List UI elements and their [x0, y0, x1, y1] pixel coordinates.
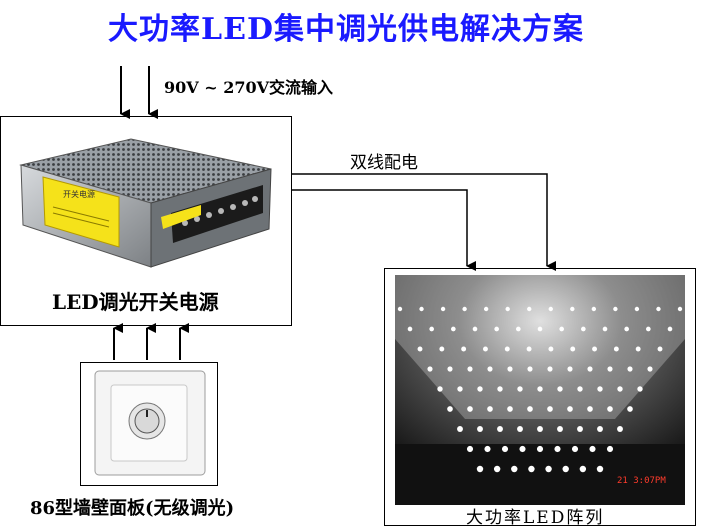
led-array-label: 大功率LED阵列: [466, 508, 605, 528]
dimmer-panel-label: 86型墙壁面板(无级调光): [30, 498, 235, 519]
led-light: [545, 465, 552, 473]
led-light: [516, 326, 521, 332]
led-light: [571, 445, 579, 453]
led-light: [562, 465, 569, 473]
led-light: [677, 306, 683, 312]
led-rods: [397, 279, 683, 473]
led-light: [493, 465, 501, 473]
led-light: [637, 386, 643, 392]
photo-timestamp: 21 3:07PM: [617, 476, 666, 486]
sticker-text: 开关电源: [63, 189, 95, 199]
power-supply-label: LED调光开关电源: [52, 290, 219, 314]
led-light: [657, 346, 663, 352]
led-light: [537, 326, 543, 332]
dimmer-panel-photo: [94, 370, 206, 476]
led-light: [494, 326, 499, 332]
led-light: [417, 346, 423, 352]
led-light: [507, 406, 513, 412]
led-light: [484, 445, 491, 453]
led-array-photo: 21 3:07PM: [395, 275, 685, 505]
led-light: [627, 406, 633, 412]
power-supply-box: 开关电源: [0, 116, 292, 326]
distribution-wire-1: [291, 173, 556, 271]
led-light: [528, 465, 535, 473]
led-light: [613, 346, 619, 352]
page-title: 大功率LED集中调光供电解决方案: [108, 12, 584, 47]
led-light: [501, 445, 509, 453]
led-light: [461, 346, 467, 352]
led-light: [570, 346, 576, 352]
led-array-box: 21 3:07PM: [384, 268, 696, 526]
led-light: [466, 445, 474, 453]
led-light: [451, 326, 456, 332]
led-light: [554, 445, 561, 453]
led-light: [581, 326, 586, 332]
led-light: [602, 326, 608, 332]
led-light: [647, 366, 653, 372]
led-light: [476, 465, 484, 473]
power-supply-photo: 开关电源: [19, 138, 272, 268]
led-light: [567, 406, 573, 412]
led-light: [427, 366, 433, 372]
led-light: [617, 426, 623, 432]
led-light: [596, 465, 604, 473]
led-light: [437, 386, 443, 392]
led-light: [577, 426, 583, 432]
led-light: [504, 346, 510, 352]
led-light: [497, 426, 503, 432]
led-light: [511, 465, 518, 473]
led-light: [559, 326, 564, 332]
led-light: [472, 326, 478, 332]
ac-input-label: 90V ~ 270V交流输入: [164, 78, 334, 97]
led-light: [589, 445, 596, 453]
led-light: [536, 445, 544, 453]
led-light: [407, 326, 413, 332]
led-light: [606, 445, 614, 453]
wiring-label: 双线配电: [350, 153, 418, 173]
led-light: [624, 326, 629, 332]
led-light: [519, 445, 526, 453]
dimmer-panel-box: [80, 362, 218, 486]
led-light: [397, 306, 403, 312]
led-light: [457, 426, 463, 432]
led-light: [592, 346, 597, 352]
led-light: [579, 465, 587, 473]
distribution-wire-2: [291, 189, 476, 271]
led-light: [447, 406, 453, 412]
led-light: [483, 346, 488, 352]
led-light: [667, 326, 673, 332]
